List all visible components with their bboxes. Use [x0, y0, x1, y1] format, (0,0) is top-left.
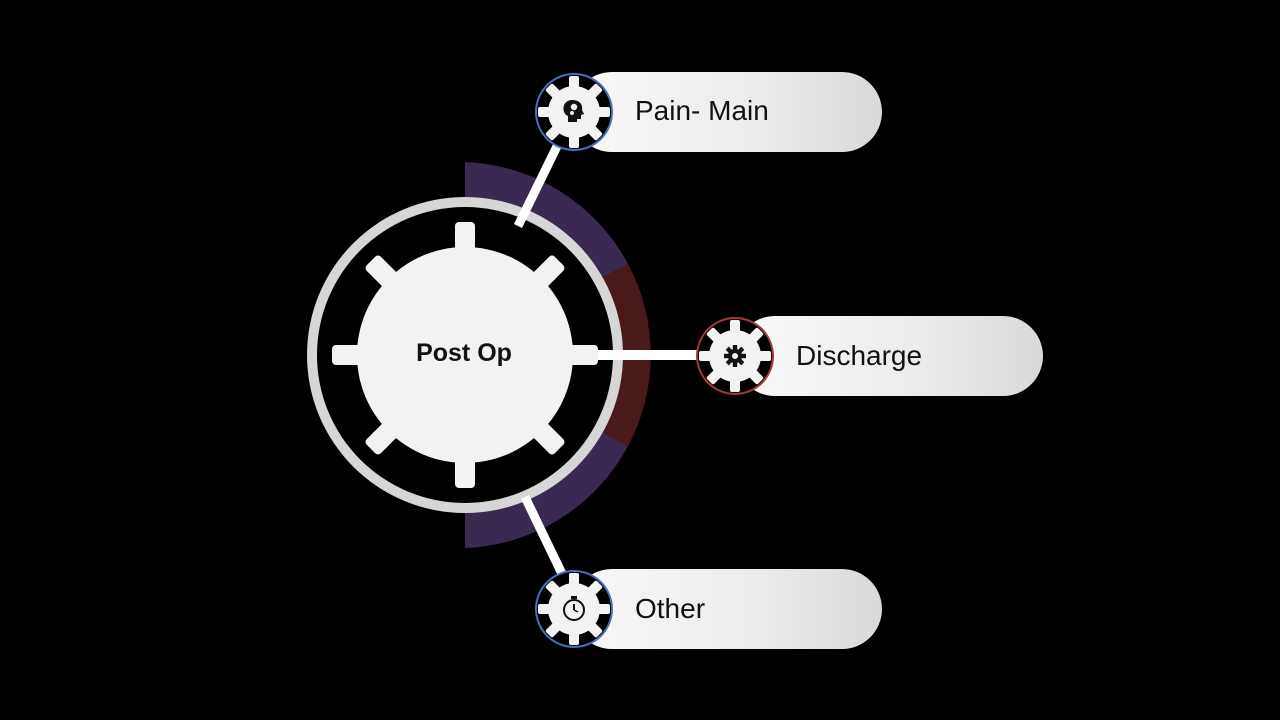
connector-pain-main	[513, 134, 567, 228]
branch-label-other: Other	[635, 593, 706, 624]
branch-label-discharge: Discharge	[796, 340, 923, 371]
stopwatch-icon	[563, 596, 585, 621]
node-pain-main	[535, 73, 613, 151]
pill-discharge	[735, 316, 1043, 396]
node-discharge	[696, 317, 774, 395]
pill-pain-main	[572, 72, 882, 152]
node-other	[535, 570, 613, 648]
head-gears-icon	[563, 100, 584, 122]
gear-icon	[724, 345, 746, 367]
connector-other	[520, 495, 570, 582]
hub-label: Post Op	[416, 339, 512, 367]
pill-other	[572, 569, 882, 649]
branch-label-pain-main: Pain- Main	[635, 95, 769, 126]
